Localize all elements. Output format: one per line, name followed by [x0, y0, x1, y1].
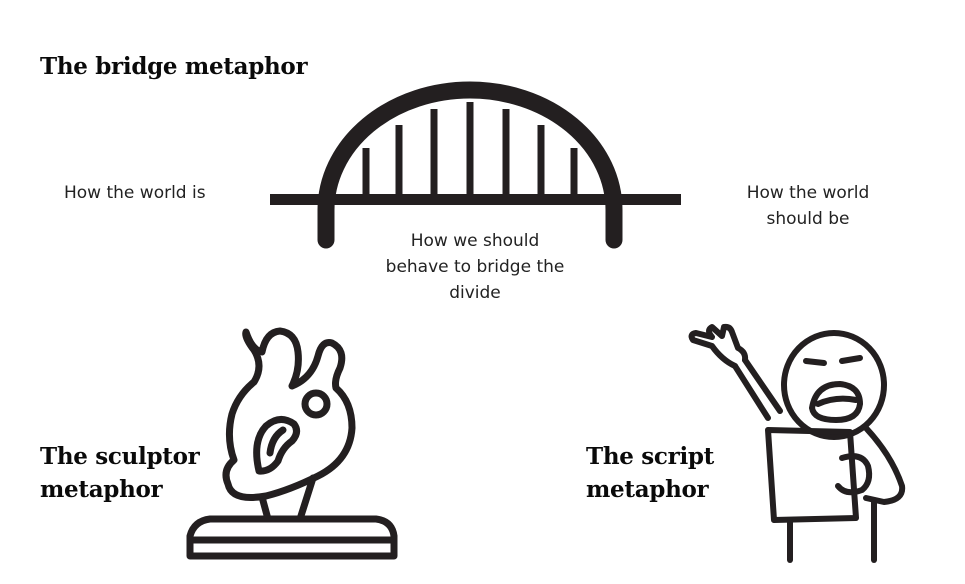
label-how-we-should-behave: How we should behave to bridge the divid… — [355, 228, 595, 306]
bridge-icon — [270, 81, 681, 249]
script-metaphor-heading: The script metaphor — [586, 440, 714, 506]
sculptor-metaphor-heading: The sculptor metaphor — [40, 440, 200, 506]
label-line: behave to bridge the — [385, 257, 565, 277]
heading-line: metaphor — [40, 476, 163, 503]
heading-line: metaphor — [586, 476, 709, 503]
bridge-metaphor-heading: The bridge metaphor — [40, 53, 308, 80]
label-line: should be — [766, 209, 850, 229]
label-line: How we should — [410, 231, 540, 251]
label-how-the-world-is: How the world is — [64, 183, 206, 203]
sculpture-icon — [186, 327, 398, 560]
person-reading-script-icon — [688, 323, 906, 563]
heading-line: The script — [586, 443, 714, 470]
label-how-the-world-should-be: How the world should be — [708, 180, 908, 232]
label-line: divide — [449, 283, 501, 303]
heading-line: The sculptor — [40, 443, 200, 470]
label-line: How the world — [746, 183, 870, 203]
